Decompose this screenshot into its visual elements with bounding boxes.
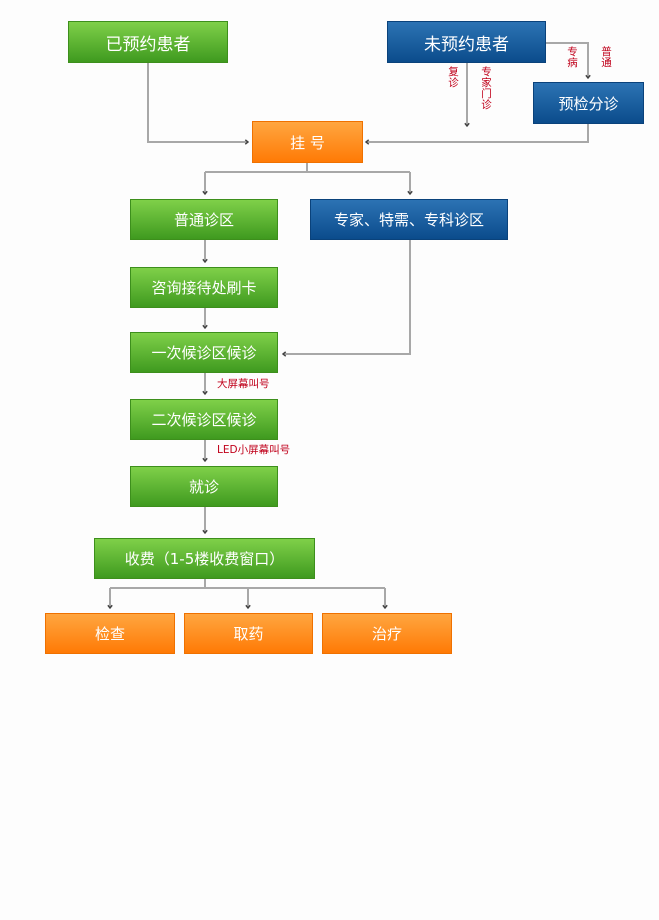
payment-node: 收费（1-5楼收费窗口） [94, 538, 315, 579]
first-waiting-node: 一次候诊区候诊 [130, 332, 278, 373]
reception-node: 咨询接待处刷卡 [130, 267, 278, 308]
general-label: 普通 [601, 46, 612, 69]
expert-clinic-node: 专家、特需、专科诊区 [310, 199, 508, 240]
edge-register-branch [204, 163, 411, 193]
edge-expert-firstwait [281, 240, 411, 357]
register-node: 挂 号 [252, 121, 363, 163]
revisit-label: 复诊 [448, 66, 459, 89]
specialty-label: 专病 [567, 46, 578, 69]
pre-triage-node: 预检分诊 [533, 82, 644, 124]
medicine-pickup-node: 取药 [184, 613, 313, 654]
appointed-patients-node: 已预约患者 [68, 21, 228, 63]
expert-door-label: 专家门诊 [481, 66, 492, 111]
unappointed-patients-node: 未预约患者 [387, 21, 546, 63]
edge-pretriage-register [364, 124, 589, 145]
big-screen-call-label: 大屏幕叫号 [217, 378, 270, 390]
edge-unappointed-pretriage [546, 42, 591, 80]
edge-payment-branch [109, 579, 386, 606]
led-screen-call-label: LED小屏幕叫号 [217, 444, 291, 456]
edge-appointed-register [147, 63, 250, 145]
consultation-node: 就诊 [130, 466, 278, 507]
second-waiting-node: 二次候诊区候诊 [130, 399, 278, 440]
treatment-node: 治疗 [322, 613, 452, 654]
examination-node: 检查 [45, 613, 175, 654]
general-clinic-node: 普通诊区 [130, 199, 278, 240]
